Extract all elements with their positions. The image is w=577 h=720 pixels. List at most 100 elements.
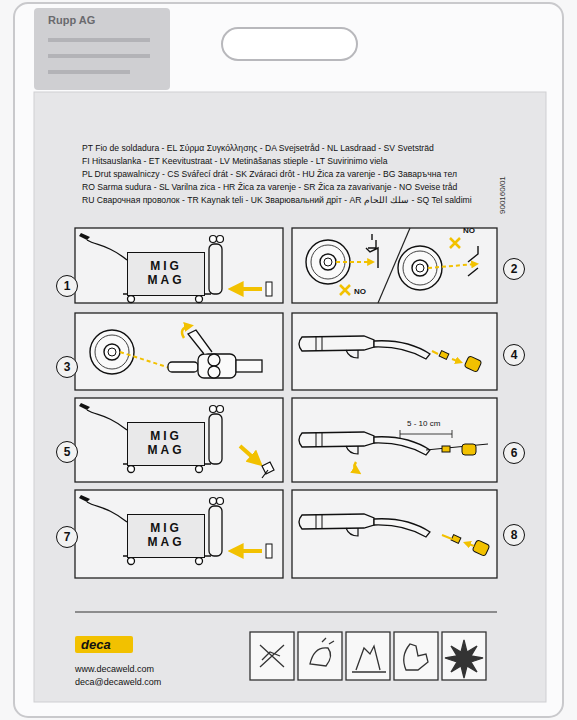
language-line: RU Сварочная проволок - TR Kaynak teli -… [82, 195, 472, 205]
machine-box: MIG MAG [127, 514, 205, 558]
drawing-use [79, 233, 224, 303]
drawing-path [352, 646, 386, 672]
drawing-line [452, 430, 453, 438]
step-number: 5 [56, 441, 78, 463]
drawing-path [260, 645, 284, 667]
sticker-text: Rupp AG [48, 14, 95, 26]
drawing-rect [75, 490, 283, 578]
step-panels [75, 228, 497, 578]
drawing-line [426, 444, 488, 450]
wire-feeder [168, 330, 262, 378]
callout-number: 6 [511, 446, 518, 460]
drawing-use [90, 330, 134, 374]
socket [266, 544, 272, 558]
drawing-path [340, 285, 350, 295]
drawing-rect [464, 356, 482, 373]
dimension-label: 5 - 10 cm [407, 419, 440, 428]
drawing-path [442, 535, 474, 546]
language-line: RO Sarma sudura - SL Varilna zica - HR Ž… [82, 182, 457, 192]
callout-number: 7 [64, 530, 71, 544]
no-mark: NO [463, 226, 475, 235]
drawing-path [354, 462, 358, 472]
plug [262, 462, 274, 478]
drawing-rect [346, 632, 390, 680]
torch-parts [439, 351, 482, 373]
callout-number: 8 [511, 528, 518, 542]
email: deca@decaweld.com [75, 677, 161, 687]
language-line: FI Hitsauslanka - ET Keevitustraat - LV … [82, 156, 388, 166]
language-line: PT Fio de soldadura - EL Σύρμα Συγκόλλησ… [82, 143, 434, 153]
callout-number: 5 [64, 445, 71, 459]
machine-box: MIG MAG [127, 422, 205, 466]
callout-number: 2 [511, 262, 518, 276]
drawing-path [404, 644, 428, 670]
drawing-use [299, 432, 430, 455]
drawing-rect [292, 228, 497, 303]
website: www.decaweld.com [75, 664, 154, 674]
drawing-line [48, 70, 130, 74]
machine-label: MIG MAG [143, 430, 189, 458]
drawing-use [299, 514, 430, 537]
drawing-line [234, 549, 262, 553]
arrow [234, 287, 262, 291]
drawing-path [182, 326, 190, 338]
separator [75, 612, 497, 613]
step-number: 6 [503, 442, 525, 464]
drawing-line [400, 430, 401, 438]
step-number: 4 [503, 344, 525, 366]
drawing-path [428, 264, 476, 268]
drawing-rect [442, 446, 450, 452]
drawing-rect [250, 632, 294, 680]
drawing-rect [442, 632, 486, 680]
drawing-path [336, 261, 372, 263]
sticker-blur [48, 40, 150, 72]
drawing-path [310, 638, 334, 666]
drawing-rect [298, 632, 342, 680]
sticker [34, 8, 170, 90]
drawing-rect [168, 362, 198, 372]
drawing-rect [75, 398, 283, 482]
drawing-path [432, 351, 460, 362]
drawing-rect [292, 490, 497, 578]
drawing-line [400, 434, 452, 435]
machine-label: MIG MAG [143, 260, 189, 288]
drawing-rect [75, 313, 283, 390]
step-number: 3 [56, 356, 78, 378]
drawing-rect [236, 360, 262, 372]
drawing-line [48, 38, 150, 42]
drawing-path [120, 352, 170, 368]
machine-label: MIG MAG [143, 522, 189, 550]
drawing-path [445, 640, 483, 678]
socket [266, 282, 272, 296]
drawing-use [79, 403, 224, 473]
article-number: 900160/01 [498, 176, 507, 214]
drawing-path [366, 234, 378, 268]
drawing-rect [292, 313, 497, 390]
drawing-circle [208, 354, 220, 366]
language-line: PL Drut spawalniczy - CS Svářecí drát - … [82, 169, 457, 179]
step-number: 7 [56, 526, 78, 548]
drawing-line [240, 446, 258, 462]
drawing-use [79, 495, 224, 565]
no-mark: NO [354, 287, 366, 296]
safety-icons [250, 632, 486, 680]
hang-hole [222, 28, 357, 60]
callout-number: 4 [511, 348, 518, 362]
drawing-rect [75, 228, 283, 303]
drawing-rect [394, 632, 438, 680]
drawing-use [299, 336, 430, 359]
step-number: 8 [503, 524, 525, 546]
drawing-line [48, 54, 150, 58]
drawing-rect [451, 535, 461, 544]
callout-number: 3 [64, 360, 71, 374]
card [34, 92, 546, 702]
machine-box: MIG MAG [127, 252, 205, 296]
brand-logo: deca [75, 636, 133, 653]
blister-outline [14, 3, 563, 717]
drawing-path [188, 330, 212, 354]
drawing-rect [472, 540, 490, 557]
step-number: 1 [56, 275, 78, 297]
drawing-rect [292, 398, 497, 482]
drawing-circle [208, 366, 220, 378]
